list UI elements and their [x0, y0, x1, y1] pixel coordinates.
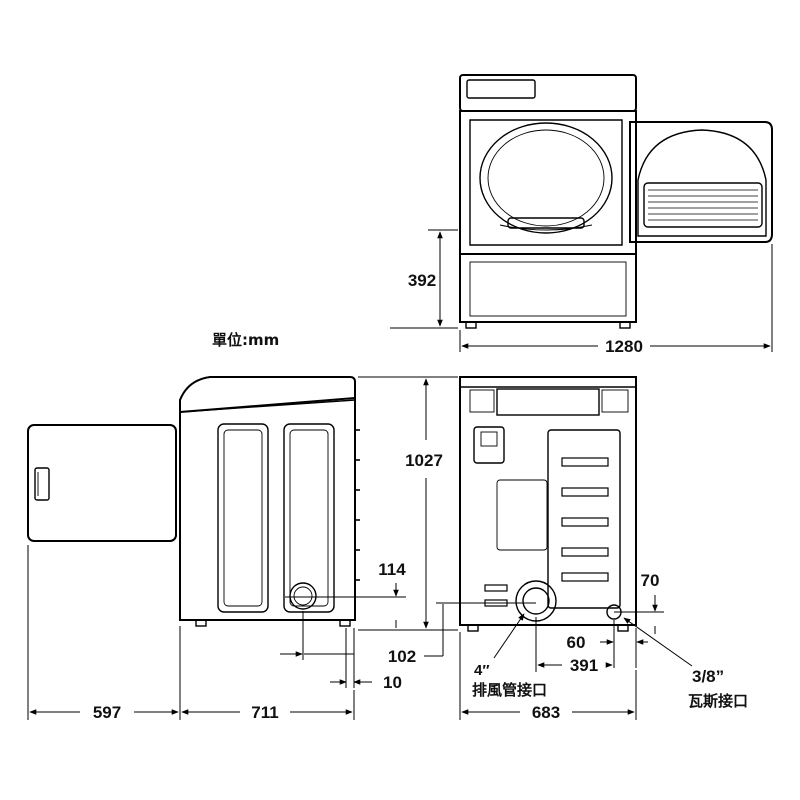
vent-to-gas-dimension: 391 [535, 617, 613, 675]
dim-60: 60 [567, 633, 586, 652]
dim-114: 114 [378, 560, 406, 579]
dim-1027: 1027 [405, 451, 443, 470]
gas-name-label: 瓦斯接口 [688, 692, 748, 710]
dim-683: 683 [532, 703, 560, 722]
rear-view [459, 376, 637, 632]
gas-size-label: 3/8” [692, 667, 724, 686]
dim-70: 70 [641, 571, 660, 590]
dim-391: 391 [570, 656, 598, 675]
total-width-dimension: 1280 [459, 244, 773, 356]
gas-height-dimension: 70 [614, 571, 664, 634]
dim-597: 597 [93, 703, 121, 722]
vent-center-height-dimension: 114 [285, 560, 406, 628]
depth-dimension: 711 [181, 690, 355, 722]
gas-from-side-dimension: 60 [567, 620, 648, 668]
dim-102: 102 [388, 647, 416, 666]
vent-connection-callout: 4″ 排風管接口 [472, 613, 547, 699]
door-panel [27, 424, 177, 542]
height-dimension: 1027 [358, 376, 458, 631]
pedestal-height-dimension: 392 [390, 229, 458, 329]
back-offset-dimension: 10 [330, 628, 402, 692]
dim-10: 10 [383, 673, 402, 692]
vent-height-dimension: 102 [388, 602, 536, 666]
unit-label: 單位:mm [212, 331, 279, 349]
dim-1280: 1280 [605, 337, 643, 356]
vent-size-label: 4″ [474, 662, 490, 679]
vent-name-label: 排風管接口 [472, 681, 547, 699]
door-width-dimension: 597 [27, 545, 181, 722]
side-view [179, 376, 360, 627]
dim-392: 392 [408, 271, 436, 290]
gas-connection-callout: 3/8” 瓦斯接口 [623, 617, 748, 710]
width-dimension: 683 [459, 632, 637, 722]
vent-from-back-dimension [280, 611, 354, 660]
dim-711: 711 [251, 703, 278, 722]
front-view-door-open [459, 74, 773, 329]
